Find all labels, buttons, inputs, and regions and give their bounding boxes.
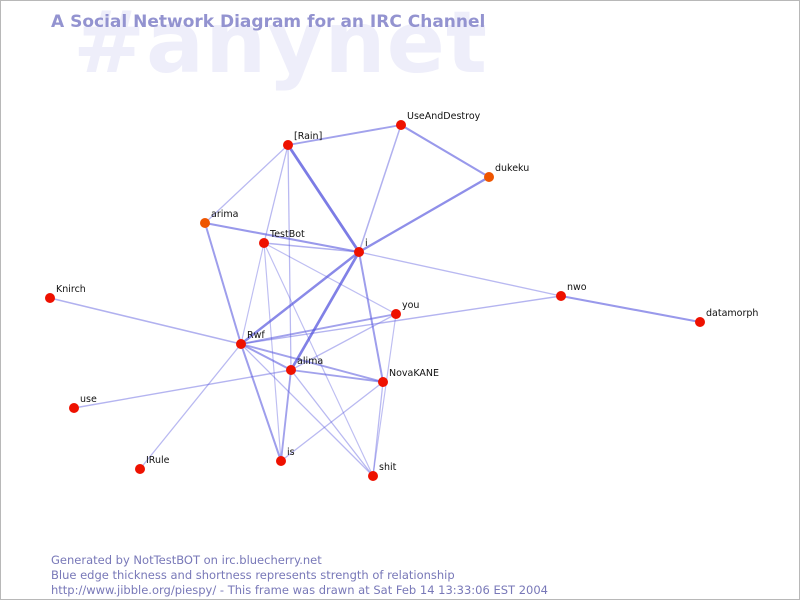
node-UseAndDestroy: UseAndDestroy [396, 111, 481, 130]
edge-you-alima [290, 313, 397, 371]
edge-UseAndDestroy-dukeku [399, 123, 491, 179]
node-dot-NovaKANE [378, 377, 388, 387]
edge-NovaKANE-is [280, 381, 384, 462]
node-label-TestBot: TestBot [269, 229, 305, 240]
node-dot-datamorph [695, 317, 705, 327]
edge-TestBot-Rwf [240, 242, 265, 345]
edge-Rain-i [286, 143, 361, 254]
node-label-Knirch: Knirch [56, 284, 86, 295]
node-label-UseAndDestroy: UseAndDestroy [407, 111, 481, 122]
edge-UseAndDestroy-i [358, 124, 402, 253]
node-label-NovaKANE: NovaKANE [389, 368, 439, 379]
edge-Rain-UseAndDestroy [287, 124, 402, 146]
node-use: use [69, 394, 97, 413]
node-label-alima: alima [297, 356, 323, 367]
node-dot-TestBot [259, 238, 269, 248]
edge-Knirch-Rwf [49, 297, 242, 345]
edge-Rwf-NovaKANE [240, 343, 384, 383]
edge-alima-shit [290, 369, 374, 477]
node-label-i: i [365, 238, 368, 249]
edge-NovaKANE-shit [372, 381, 384, 477]
footer: Generated by NotTestBOT on irc.bluecherr… [51, 553, 548, 598]
node-datamorph: datamorph [695, 308, 758, 327]
node-dot-nwo [556, 291, 566, 301]
edge-i-NovaKANE [358, 251, 384, 383]
edge-Rain-alima [287, 144, 292, 371]
node-dot-Knirch [45, 293, 55, 303]
node-is: is [276, 447, 295, 466]
edge-i-alima [289, 250, 361, 372]
node-NovaKANE: NovaKANE [378, 368, 439, 387]
node-dot-use [69, 403, 79, 413]
node-label-is: is [287, 447, 295, 458]
edge-Rain-arima [204, 144, 289, 224]
node-you: you [391, 300, 419, 319]
node-IRule: IRule [135, 455, 170, 474]
node-label-shit: shit [379, 462, 397, 473]
node-alima: alima [286, 356, 323, 375]
edge-Rwf-shit [240, 343, 374, 477]
node-dot-alima [286, 365, 296, 375]
node-dot-IRule [135, 464, 145, 474]
node-dot-Rwf [236, 339, 246, 349]
node-dot-dukeku [484, 172, 494, 182]
footer-url-timestamp: http://www.jibble.org/piespy/ - This fra… [51, 583, 548, 597]
edge-Rwf-is [240, 343, 282, 462]
footer-generated-by: Generated by NotTestBOT on irc.bluecherr… [51, 553, 322, 567]
node-label-Rwf: Rwf [247, 330, 265, 341]
node-shit: shit [368, 462, 397, 481]
node-dot-you [391, 309, 401, 319]
edge-nwo-Rwf [240, 295, 562, 345]
node-Rwf: Rwf [236, 330, 265, 349]
footer-legend: Blue edge thickness and shortness repres… [51, 568, 455, 582]
edge-i-nwo [358, 251, 562, 297]
node-dot-is [276, 456, 286, 466]
node-dot-shit [368, 471, 378, 481]
edge-Rain-TestBot [263, 144, 289, 244]
edge-alima-NovaKANE [290, 369, 384, 383]
node-dot-arima [200, 218, 210, 228]
edge-TestBot-you [263, 242, 397, 315]
channel-watermark: #anynet [73, 0, 489, 93]
node-dukeku: dukeku [484, 163, 529, 182]
edge-arima-Rwf [204, 222, 242, 345]
node-label-nwo: nwo [567, 282, 587, 293]
node-TestBot: TestBot [259, 229, 305, 248]
edge-TestBot-i [263, 242, 360, 253]
edge-alima-is [280, 369, 292, 462]
edge-nwo-datamorph [559, 294, 702, 324]
node-dot-Rain [283, 140, 293, 150]
node-label-use: use [80, 394, 97, 405]
node-i: i [354, 238, 368, 257]
node-label-dukeku: dukeku [495, 163, 529, 174]
edge-you-Rwf [240, 313, 397, 345]
edge-i-Rwf [239, 250, 361, 346]
diagram-title: A Social Network Diagram for an IRC Chan… [51, 12, 486, 32]
edge-Rwf-alima [240, 343, 292, 371]
node-label-datamorph: datamorph [706, 308, 758, 319]
node-Knirch: Knirch [45, 284, 86, 303]
node-dot-UseAndDestroy [396, 120, 406, 130]
edge-you-shit [372, 313, 397, 477]
node-dot-i [354, 247, 364, 257]
edge-alima-use [73, 369, 292, 409]
node-label-IRule: IRule [146, 455, 170, 466]
node-label-arima: arima [211, 209, 238, 220]
edge-dukeku-i [357, 175, 491, 254]
node-Rain: [Rain] [283, 131, 322, 150]
node-nwo: nwo [556, 282, 587, 301]
node-label-you: you [402, 300, 419, 311]
edge-layer [49, 123, 702, 477]
edge-Rwf-IRule [139, 343, 242, 470]
node-label-Rain: [Rain] [294, 131, 322, 142]
edge-arima-i [203, 221, 361, 254]
edge-TestBot-shit [263, 242, 374, 477]
node-arima: arima [200, 209, 238, 228]
